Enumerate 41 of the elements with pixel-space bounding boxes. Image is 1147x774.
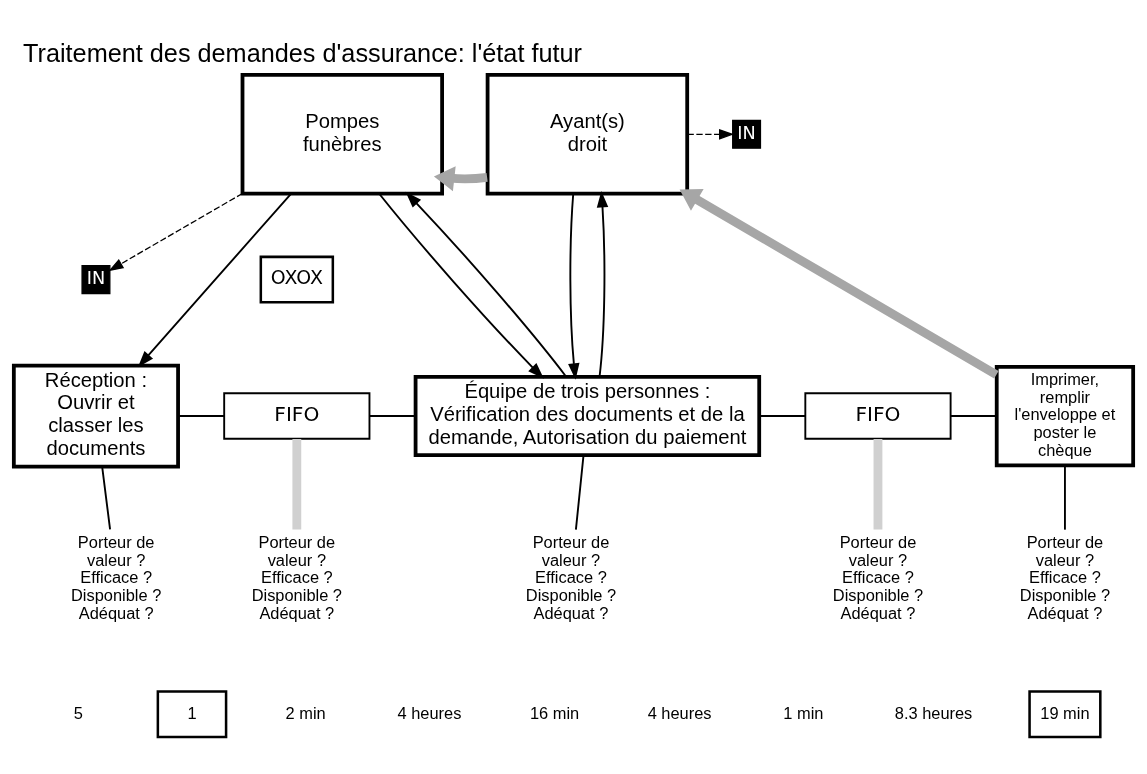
node-box: Imprimer, remplir l'enveloppe et poster le chèque — [994, 364, 1136, 468]
connector — [1064, 464, 1066, 531]
connector — [292, 438, 302, 530]
diagram-title: Traitement des demandes d'assurance: l'état futur — [23, 39, 582, 68]
label: 8.3 heures — [894, 703, 973, 722]
node-box: Équipe de trois personnes : Vérification des documents et de la demande, Autorisation du paiement — [413, 375, 762, 458]
node-box: 19 min — [1028, 690, 1102, 739]
connector — [574, 454, 585, 531]
node-box: IN — [732, 119, 762, 149]
connector — [101, 465, 111, 531]
label: 4 heures — [647, 703, 712, 722]
label: 2 min — [285, 703, 326, 722]
node-box: OXOX — [259, 255, 335, 304]
arrow — [679, 189, 999, 379]
connector — [949, 415, 998, 417]
node-box: Réception : Ouvrir et classer les documents — [11, 363, 180, 469]
node-box: Pompes funèbres — [240, 73, 444, 196]
arrow — [596, 190, 609, 378]
connector — [758, 415, 807, 417]
arrow — [378, 192, 544, 379]
label: 16 min — [529, 703, 580, 722]
node-text: Porteur de valeur ? Efficace ? Disponible ? Adéquat ? — [832, 532, 924, 622]
node-text: Porteur de valeur ? Efficace ? Disponible ? Adéquat ? — [251, 532, 342, 622]
connector — [177, 415, 226, 417]
arrow — [405, 191, 568, 378]
node-box: IN — [81, 265, 111, 295]
label: 1 min — [783, 703, 824, 722]
connector — [873, 438, 883, 530]
label: 4 heures — [397, 703, 462, 722]
node-box: Ayant(s) droit — [485, 73, 690, 196]
node-box: FIFO — [223, 392, 371, 440]
connector — [368, 415, 417, 417]
arrow — [108, 192, 244, 272]
arrow — [568, 192, 580, 380]
node-text: Porteur de valeur ? Efficace ? Disponible ? Adéquat ? — [71, 532, 162, 622]
label: 5 — [73, 703, 83, 722]
node-text: Porteur de valeur ? Efficace ? Disponible ? Adéquat ? — [525, 532, 617, 622]
node-text: Porteur de valeur ? Efficace ? Disponible ? Adéquat ? — [1019, 532, 1111, 622]
node-box: 1 — [156, 690, 228, 739]
node-box: FIFO — [804, 392, 952, 440]
arrow — [686, 129, 735, 140]
